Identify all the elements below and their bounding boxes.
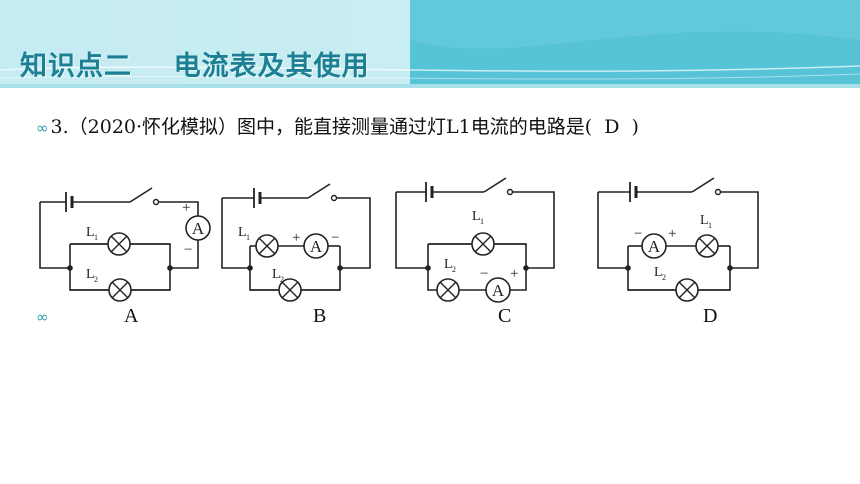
lamp1-subscript: 1 bbox=[94, 233, 98, 242]
lamp-icon bbox=[255, 234, 279, 258]
minus-sign: − bbox=[331, 230, 339, 246]
lamp1-label: L bbox=[86, 225, 95, 240]
ammeter-symbol: A bbox=[192, 219, 205, 238]
lamp-icon bbox=[107, 232, 131, 256]
circuit-c-svg: A − + L 1 L 2 bbox=[395, 177, 555, 303]
header-background bbox=[0, 0, 860, 88]
plus-sign: + bbox=[668, 226, 676, 242]
lamp2-label: L bbox=[654, 265, 663, 280]
plus-sign: + bbox=[292, 230, 300, 246]
lamp1-subscript: 1 bbox=[246, 233, 250, 242]
circuit-b-lamp2 bbox=[278, 278, 302, 302]
option-label-c: C bbox=[498, 305, 512, 327]
circuit-a-lamp2 bbox=[108, 278, 132, 302]
circuit-diagram-d: A − + L 1 L 2 bbox=[592, 172, 770, 304]
lamp2-subscript: 2 bbox=[452, 265, 456, 274]
ammeter-icon: A bbox=[185, 215, 211, 241]
plus-sign: + bbox=[510, 266, 518, 282]
lamp2-label: L bbox=[444, 257, 453, 272]
bullet-icon: ∞ bbox=[36, 308, 49, 326]
minus-sign: − bbox=[480, 266, 488, 282]
question-line: ∞3.（2020·怀化模拟）图中，能直接测量通过灯L1电流的电路是( D ) bbox=[36, 112, 639, 139]
lamp2-subscript: 2 bbox=[662, 273, 666, 282]
option-label-b: B bbox=[313, 305, 327, 327]
ammeter-icon: A bbox=[485, 277, 511, 303]
lamp1-subscript: 1 bbox=[708, 221, 712, 230]
lamp2-subscript: 2 bbox=[94, 275, 98, 284]
circuit-diagram-c: A − + L 1 L 2 bbox=[388, 174, 564, 304]
lamp2-label: L bbox=[86, 267, 95, 282]
plus-sign: + bbox=[182, 200, 190, 216]
option-label-d: D bbox=[703, 305, 718, 327]
lamp-icon bbox=[675, 278, 699, 302]
lamp-icon bbox=[436, 278, 460, 302]
circuit-a-svg: A + − L 1 L 2 bbox=[39, 187, 211, 291]
lamp1-label: L bbox=[700, 213, 709, 228]
minus-sign: − bbox=[184, 242, 192, 258]
header-banner: 知识点二 电流表及其使用 bbox=[0, 0, 860, 88]
lamp1-subscript: 1 bbox=[480, 217, 484, 226]
ammeter-symbol: A bbox=[310, 237, 323, 256]
circuit-b-svg: A + − L 1 L 2 bbox=[221, 183, 371, 291]
ammeter-symbol: A bbox=[648, 237, 661, 256]
question-text: （2020·怀化模拟）图中，能直接测量通过灯L1电流的电路是( D ) bbox=[68, 116, 639, 138]
lamp-icon bbox=[471, 232, 495, 256]
lamp2-subscript: 2 bbox=[280, 275, 284, 284]
bullet-icon: ∞ bbox=[36, 119, 49, 137]
section-title: 知识点二 电流表及其使用 bbox=[20, 51, 370, 82]
ammeter-icon: A bbox=[303, 233, 329, 259]
lamp1-label: L bbox=[472, 209, 481, 224]
circuit-diagram-b: A + − L 1 L 2 bbox=[216, 180, 378, 298]
lamp2-label: L bbox=[272, 267, 281, 282]
lamp-icon bbox=[695, 234, 719, 258]
circuit-d-svg: A − + L 1 L 2 bbox=[597, 177, 759, 302]
lamp1-label: L bbox=[238, 225, 247, 240]
lamp-icon bbox=[278, 278, 302, 302]
minus-sign: − bbox=[634, 226, 642, 242]
lamp-icon bbox=[108, 278, 132, 302]
ammeter-symbol: A bbox=[492, 281, 505, 300]
option-label-a: A bbox=[124, 305, 139, 327]
ammeter-icon: A bbox=[641, 233, 667, 259]
question-number: 3. bbox=[50, 116, 69, 138]
